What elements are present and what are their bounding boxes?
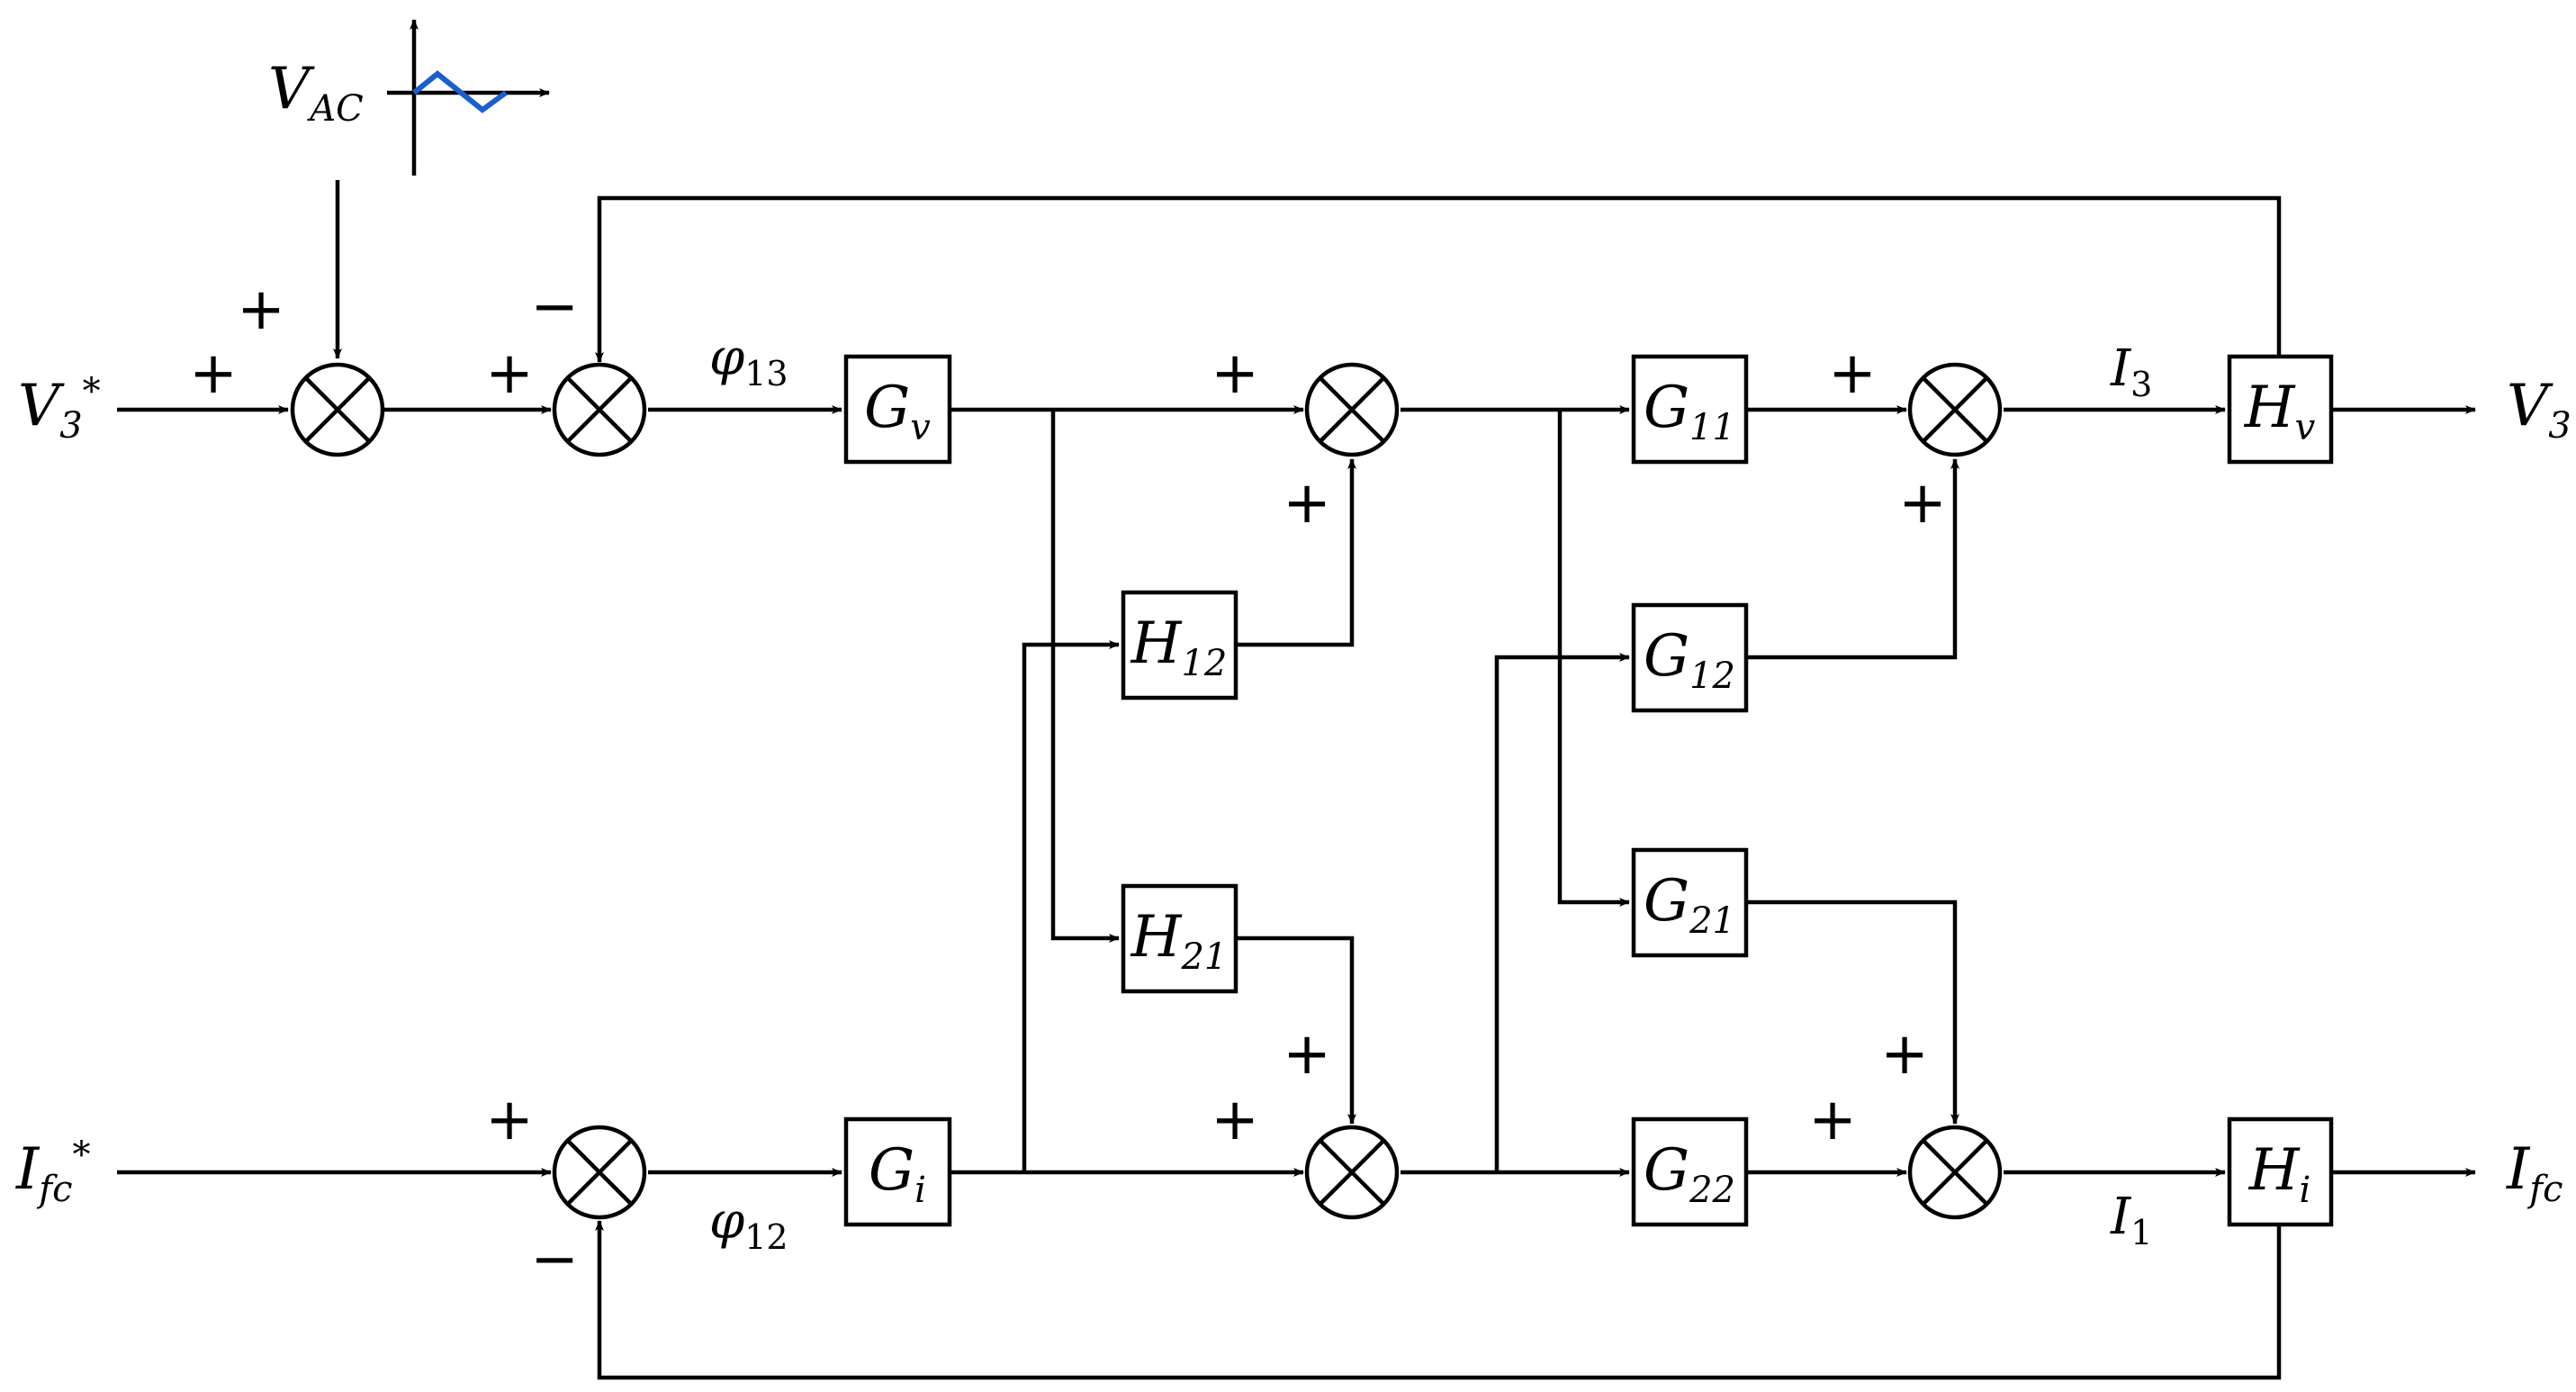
- sign-sum4-left: +: [1828, 340, 1877, 407]
- sign-sum1-left: +: [189, 340, 238, 407]
- sign-sum1-top: +: [237, 276, 285, 343]
- svg-text:Gi: Gi: [869, 1137, 926, 1211]
- sign-sum4-bottom: +: [1898, 470, 1947, 537]
- label-ifc-out: Ifc: [2506, 1136, 2563, 1210]
- wire-gv-to-h21: [1050, 410, 1120, 943]
- label-v3-out: V3: [2507, 373, 2571, 447]
- sign-sum6-top: +: [1283, 1021, 1331, 1088]
- block-h12: H12: [1121, 590, 1238, 701]
- block-g21: G21: [1631, 847, 1749, 958]
- wire-h21-to-sum6: [1236, 936, 1356, 1125]
- svg-text:H21: H21: [1130, 904, 1228, 978]
- svg-text:Hv: Hv: [2244, 375, 2316, 448]
- svg-text:Hi: Hi: [2248, 1137, 2311, 1211]
- sign-sum7-top: +: [1880, 1021, 1929, 1088]
- wire-ifc-feedback: [595, 1220, 2282, 1380]
- sign-sum2-left: +: [485, 340, 534, 407]
- label-phi12: φ12: [709, 1192, 788, 1257]
- block-gi: Gi: [843, 1116, 952, 1227]
- svg-text:G11: G11: [1644, 375, 1735, 448]
- block-g22: G22: [1631, 1116, 1749, 1227]
- wire-g12-to-sum4: [1746, 458, 1959, 660]
- sign-sum5-bottom: −: [530, 1226, 579, 1293]
- sum-junction-4: [1907, 362, 2003, 457]
- svg-text:Gv: Gv: [864, 375, 931, 448]
- signal-wires: [117, 180, 2476, 1380]
- signal-labels: V3* Ifc* VAC V3 Ifc φ13 φ12 I3 I1: [15, 56, 2571, 1257]
- ac-waveform-icon: [387, 19, 550, 176]
- sign-sum6-left: +: [1211, 1087, 1259, 1153]
- label-i3: I3: [2110, 339, 2152, 404]
- sign-sum7-left: +: [1808, 1087, 1857, 1153]
- label-v3-ref: V3*: [18, 371, 101, 447]
- label-ifc-ref: Ifc*: [15, 1134, 91, 1210]
- ac-triangle-wave: [412, 70, 508, 113]
- block-g12: G12: [1631, 602, 1749, 713]
- wire-gi-to-h12: [1022, 640, 1120, 1172]
- sign-marks: + + + − + + + + + − + + + +: [189, 274, 1947, 1293]
- svg-text:G21: G21: [1644, 868, 1735, 942]
- sum-junction-5: [552, 1125, 647, 1220]
- sum-junction-7: [1907, 1125, 2003, 1220]
- wire-sum3-to-g21: [1557, 410, 1630, 907]
- sign-sum3-left: +: [1211, 340, 1259, 407]
- sum-junction-2: [552, 362, 647, 457]
- block-gv: Gv: [843, 354, 952, 465]
- block-g11: G11: [1631, 354, 1749, 465]
- summing-junctions: [290, 362, 2003, 1220]
- wire-g21-to-sum7: [1746, 899, 1959, 1125]
- sum-junction-6: [1304, 1125, 1400, 1220]
- label-i1: I1: [2110, 1188, 2152, 1252]
- transfer-blocks: Gv Gi H12 H21 G11 G12 G21 G22: [843, 354, 2334, 1227]
- sign-sum5-left: +: [485, 1087, 534, 1153]
- sign-sum3-bottom: +: [1283, 470, 1331, 537]
- sum-junction-3: [1304, 362, 1400, 457]
- sum-junction-1: [290, 362, 385, 457]
- sign-sum2-top: −: [530, 274, 579, 340]
- wire-sum6-to-g12: [1494, 653, 1630, 1172]
- wire-h12-to-sum3: [1236, 458, 1356, 647]
- svg-text:H12: H12: [1130, 610, 1228, 684]
- svg-text:G22: G22: [1644, 1137, 1735, 1211]
- block-h21: H21: [1121, 883, 1238, 994]
- svg-text:G12: G12: [1644, 623, 1735, 697]
- wire-v3-feedback: [595, 195, 2282, 363]
- label-v-ac: VAC: [268, 56, 364, 130]
- label-phi13: φ13: [709, 329, 788, 393]
- block-hi: Hi: [2227, 1116, 2334, 1227]
- block-hv: Hv: [2227, 354, 2334, 465]
